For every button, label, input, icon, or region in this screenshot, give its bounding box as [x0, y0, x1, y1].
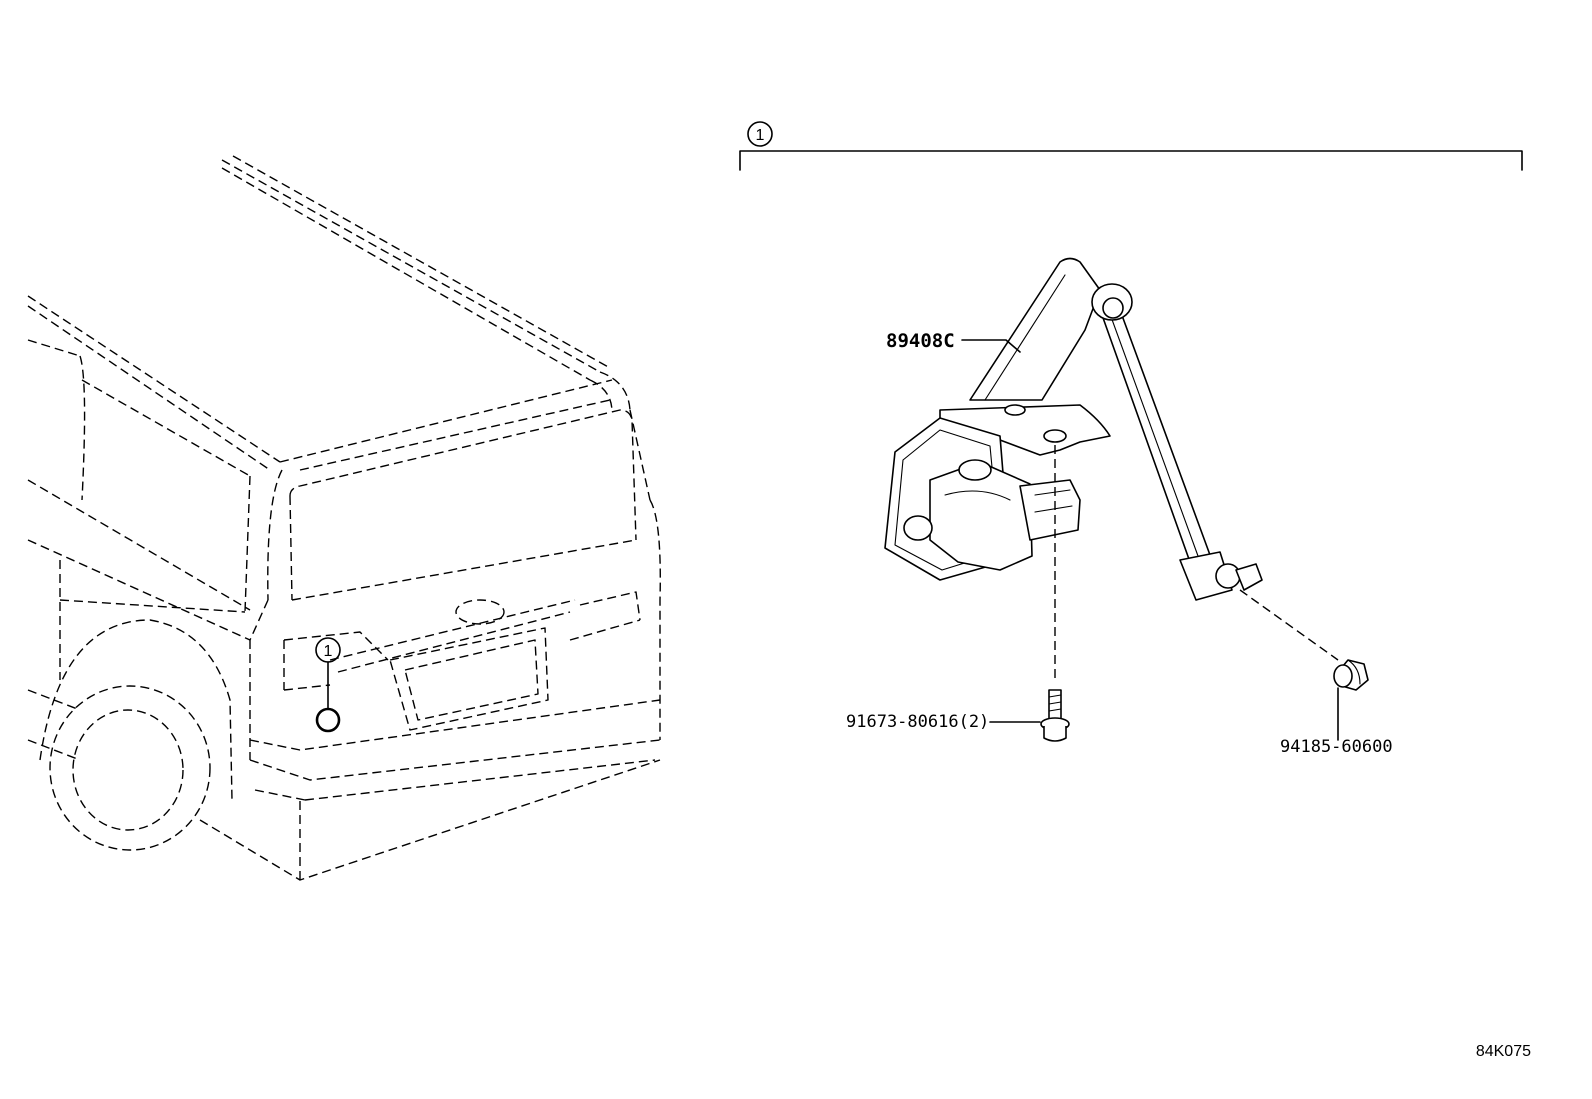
- sensor-location-marker: [315, 707, 341, 733]
- bolt-illustration: [1040, 689, 1070, 742]
- assembly-callout-number: 1: [756, 127, 765, 144]
- assembly-bracket: 1: [739, 121, 1523, 171]
- part-label-bolt: 91673-80616(2): [846, 712, 989, 732]
- part-label-sensor: 89408C: [886, 330, 955, 352]
- part-label-nut: 94185-60600: [1280, 737, 1393, 757]
- vehicle-callout-number: 1: [324, 643, 333, 660]
- height-sensor-illustration: [884, 257, 1339, 680]
- vehicle-illustration: 1: [27, 155, 661, 881]
- figure-reference: 84K075: [1476, 1043, 1531, 1060]
- leader-lines: [961, 339, 1339, 741]
- nut-illustration: [1333, 659, 1369, 691]
